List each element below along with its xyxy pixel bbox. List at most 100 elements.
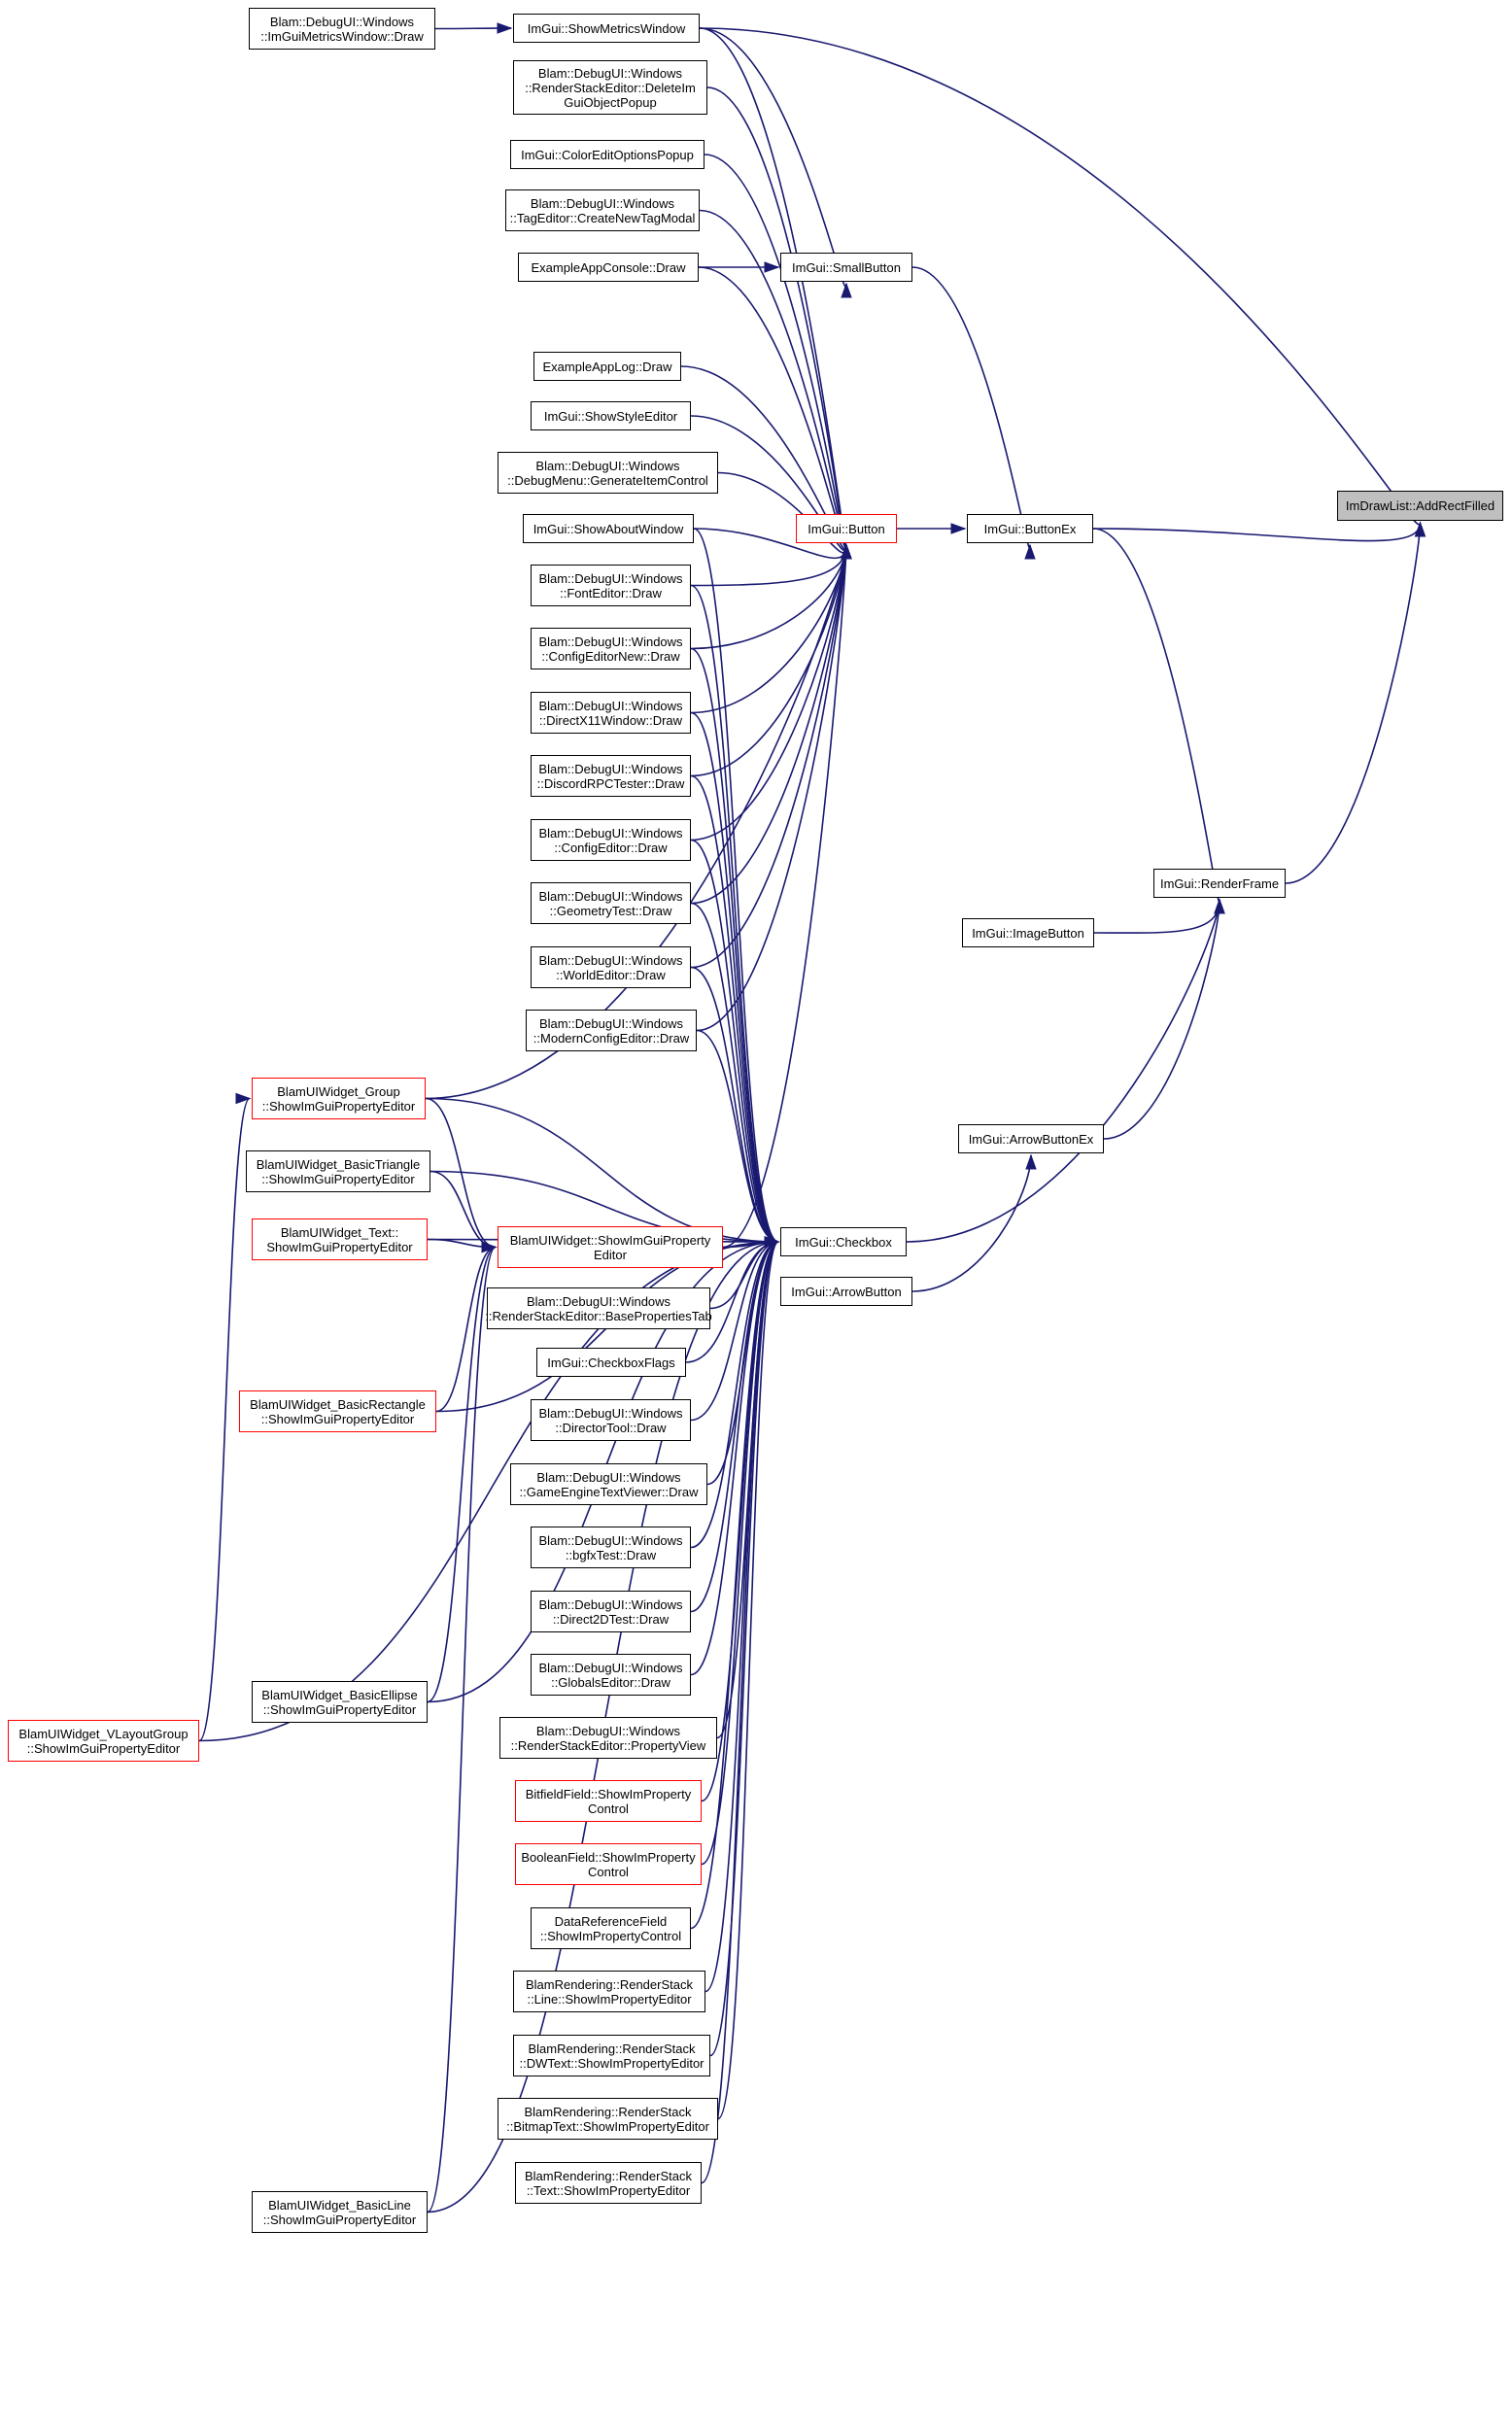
node-small-button[interactable]: ImGui::SmallButton [780, 253, 912, 282]
node-dataref[interactable]: DataReferenceField::ShowImPropertyContro… [531, 1907, 691, 1949]
node-label: Blam::DebugUI::Windows::RenderStackEdito… [511, 1724, 706, 1753]
node-label-line: Blam::DebugUI::Windows [526, 1293, 671, 1309]
call-edge [693, 528, 779, 1243]
node-label-line: ImGui::RenderFrame [1159, 875, 1280, 891]
node-arrow-button[interactable]: ImGui::ArrowButton [780, 1277, 912, 1306]
node-world-editor[interactable]: Blam::DebugUI::Windows::WorldEditor::Dra… [531, 946, 691, 988]
node-label-line: ::ShowImGuiPropertyEditor [26, 1740, 181, 1756]
node-button-ex[interactable]: ImGui::ButtonEx [967, 514, 1093, 543]
node-globals[interactable]: Blam::DebugUI::Windows::GlobalsEditor::D… [531, 1654, 691, 1696]
node-label-line: ::Text::ShowImPropertyEditor [526, 2182, 691, 2198]
arrow-head [497, 22, 513, 34]
call-edge [690, 1241, 779, 1676]
node-target[interactable]: ImDrawList::AddRectFilled [1337, 491, 1503, 521]
node-discord[interactable]: Blam::DebugUI::Windows::DiscordRPCTester… [531, 755, 691, 797]
node-engine-text[interactable]: Blam::DebugUI::Windows::GameEngineTextVi… [510, 1463, 707, 1505]
node-label-line: ::ShowImGuiPropertyEditor [261, 1098, 416, 1114]
node-label-line: ImGui::ShowStyleEditor [543, 408, 678, 424]
node-label: ImGui::Checkbox [795, 1235, 892, 1250]
call-edge [709, 1241, 779, 2057]
node-tag-modal[interactable]: Blam::DebugUI::Windows::TagEditor::Creat… [505, 189, 700, 231]
arrow-head [841, 543, 852, 560]
node-imgui-metrics[interactable]: Blam::DebugUI::Windows::ImGuiMetricsWind… [249, 8, 435, 50]
node-label: DataReferenceField::ShowImPropertyContro… [540, 1914, 681, 1943]
node-rs-text[interactable]: BlamRendering::RenderStack::Text::ShowIm… [515, 2162, 702, 2204]
node-rectangle[interactable]: BlamUIWidget_BasicRectangle::ShowImGuiPr… [239, 1390, 436, 1432]
node-label-line: ::DWText::ShowImPropertyEditor [519, 2055, 704, 2071]
node-text-widget[interactable]: BlamUIWidget_Text::ShowImGuiPropertyEdit… [252, 1218, 428, 1260]
call-edge [706, 86, 847, 548]
node-label-line: Control [588, 1801, 629, 1816]
node-label-line: ::ShowImGuiPropertyEditor [262, 1701, 417, 1717]
node-basic-line[interactable]: BlamUIWidget_BasicLine::ShowImGuiPropert… [252, 2191, 428, 2233]
node-label: Blam::DebugUI::Windows::GeometryTest::Dr… [538, 889, 682, 918]
node-delete-popup[interactable]: Blam::DebugUI::Windows::RenderStackEdito… [513, 60, 707, 115]
node-label-line: ::BitmapText::ShowImPropertyEditor [506, 2118, 709, 2134]
node-image-button[interactable]: ImGui::ImageButton [962, 918, 1094, 947]
node-bgfx[interactable]: Blam::DebugUI::Windows::bgfxTest::Draw [531, 1527, 691, 1568]
call-edge [690, 966, 779, 1243]
node-label-line: Editor [594, 1247, 627, 1262]
arrow-head [764, 1236, 780, 1248]
node-button[interactable]: ImGui::Button [796, 514, 897, 543]
node-vlayout[interactable]: BlamUIWidget_VLayoutGroup::ShowImGuiProp… [8, 1720, 199, 1762]
node-label-line: ImDrawList::AddRectFilled [1345, 498, 1495, 513]
node-label-line: BlamRendering::RenderStack [524, 2104, 692, 2119]
node-font-editor[interactable]: Blam::DebugUI::Windows::FontEditor::Draw [531, 565, 691, 606]
node-config-editor[interactable]: Blam::DebugUI::Windows::ConfigEditor::Dr… [531, 819, 691, 861]
node-label: ImGui::RenderFrame [1160, 876, 1279, 891]
node-label-line: ::RenderStackEditor::PropertyView [510, 1737, 706, 1753]
node-style-editor[interactable]: ImGui::ShowStyleEditor [531, 401, 691, 430]
node-label: ImGui::Button [808, 522, 884, 536]
node-arrow-button-ex[interactable]: ImGui::ArrowButtonEx [958, 1124, 1104, 1153]
node-ellipse[interactable]: BlamUIWidget_BasicEllipse::ShowImGuiProp… [252, 1681, 428, 1723]
node-label: BlamRendering::RenderStack::DWText::Show… [520, 2041, 704, 2071]
node-color-edit[interactable]: ImGui::ColorEditOptionsPopup [510, 140, 704, 169]
node-label: BlamUIWidget_BasicLine::ShowImGuiPropert… [263, 2198, 417, 2227]
node-label-line: Blam::DebugUI::Windows [535, 458, 680, 473]
node-label-line: Blam::DebugUI::Windows [538, 1405, 683, 1421]
call-edge [690, 1241, 779, 1549]
node-label: Blam::DebugUI::Windows::DirectorTool::Dr… [538, 1406, 682, 1435]
node-direct2d[interactable]: Blam::DebugUI::Windows::Direct2DTest::Dr… [531, 1591, 691, 1632]
node-directx[interactable]: Blam::DebugUI::Windows::DirectX11Window:… [531, 692, 691, 734]
node-label-line: ImGui::SmallButton [792, 259, 901, 275]
node-config-new[interactable]: Blam::DebugUI::Windows::ConfigEditorNew:… [531, 628, 691, 669]
node-show-metrics[interactable]: ImGui::ShowMetricsWindow [513, 14, 700, 43]
node-rs-line[interactable]: BlamRendering::RenderStack::Line::ShowIm… [513, 1971, 705, 2012]
node-prop-view[interactable]: Blam::DebugUI::Windows::RenderStackEdito… [499, 1717, 717, 1759]
node-checkbox-flags[interactable]: ImGui::CheckboxFlags [536, 1348, 686, 1377]
node-label-line: BlamUIWidget_BasicLine [268, 2197, 411, 2213]
node-render-frame[interactable]: ImGui::RenderFrame [1153, 869, 1286, 898]
node-base-props[interactable]: Blam::DebugUI::Windows::RenderStackEdito… [485, 1287, 712, 1329]
node-gen-item[interactable]: Blam::DebugUI::Windows::DebugMenu::Gener… [498, 452, 718, 494]
call-edge [1092, 528, 1220, 904]
node-geometry[interactable]: Blam::DebugUI::Windows::GeometryTest::Dr… [531, 882, 691, 924]
node-rs-dwtext[interactable]: BlamRendering::RenderStack::DWText::Show… [513, 2035, 710, 2076]
node-modern-config[interactable]: Blam::DebugUI::Windows::ModernConfigEdit… [526, 1010, 697, 1051]
node-label: ImGui::SmallButton [792, 260, 901, 275]
node-director[interactable]: Blam::DebugUI::Windows::DirectorTool::Dr… [531, 1399, 691, 1441]
node-checkbox[interactable]: ImGui::Checkbox [780, 1227, 907, 1256]
node-label: Blam::DebugUI::Windows::GameEngineTextVi… [519, 1470, 698, 1499]
arrow-head [1414, 521, 1426, 537]
arrow-head [1025, 1153, 1037, 1170]
node-label-line: DataReferenceField [554, 1913, 668, 1929]
node-label-line: ::ImGuiMetricsWindow::Draw [260, 28, 424, 44]
call-edge [690, 902, 779, 1243]
node-app-log[interactable]: ExampleAppLog::Draw [533, 352, 681, 381]
node-label-line: Blam::DebugUI::Windows [538, 761, 683, 776]
node-app-console[interactable]: ExampleAppConsole::Draw [518, 253, 699, 282]
node-group[interactable]: BlamUIWidget_Group::ShowImGuiPropertyEdi… [252, 1078, 426, 1119]
node-label-line: ImGui::Checkbox [795, 1234, 892, 1250]
node-rs-bitmap[interactable]: BlamRendering::RenderStack::BitmapText::… [498, 2098, 718, 2140]
node-about-window[interactable]: ImGui::ShowAboutWindow [523, 514, 694, 543]
node-label-line: Blam::DebugUI::Windows [538, 1660, 683, 1675]
node-triangle[interactable]: BlamUIWidget_BasicTriangle::ShowImGuiPro… [246, 1150, 430, 1192]
node-label: Blam::DebugUI::Windows::bgfxTest::Draw [538, 1533, 682, 1562]
